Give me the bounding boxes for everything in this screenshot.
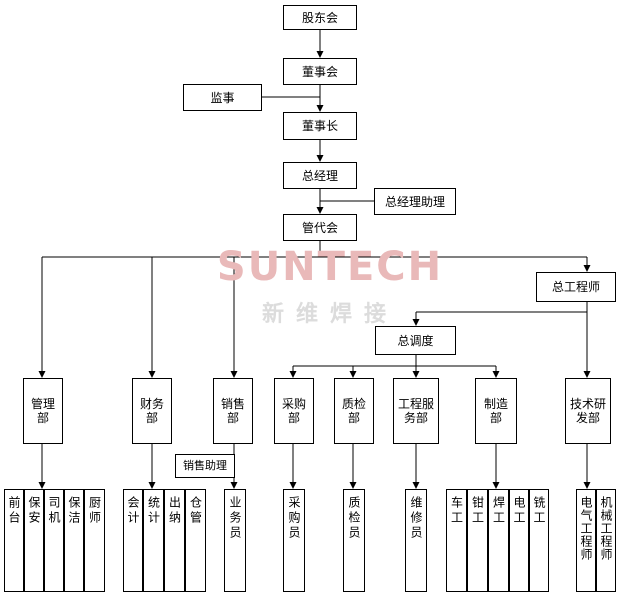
node-management-committee: 管代会	[283, 214, 357, 241]
dept-rnd: 技术研发部	[565, 378, 611, 444]
role-driver: 司机	[44, 489, 64, 592]
role-cook: 厨师	[84, 489, 105, 592]
node-general-manager: 总经理	[283, 162, 357, 189]
role-cashier: 出纳	[164, 489, 185, 592]
role-salesperson: 业务员	[224, 489, 246, 592]
role-warehouse: 仓管	[185, 489, 206, 592]
role-accountant: 会计	[123, 489, 143, 592]
role-turner: 车工	[446, 489, 467, 592]
dept-qc: 质检部	[334, 378, 374, 444]
role-electrician: 电工	[509, 489, 529, 592]
node-shareholders: 股东会	[283, 5, 357, 30]
dept-purchasing: 采购部	[274, 378, 314, 444]
role-security: 保安	[24, 489, 44, 592]
role-mechanical-engineer: 机械工程师	[596, 489, 616, 592]
node-board: 董事会	[283, 58, 357, 85]
watermark-brand: SUNTECH	[216, 244, 444, 290]
role-maintenance: 维修员	[405, 489, 427, 592]
role-buyer: 采购员	[283, 489, 305, 592]
role-statistician: 统计	[143, 489, 164, 592]
role-electrical-engineer: 电气工程师	[576, 489, 596, 592]
node-dispatch: 总调度	[375, 326, 456, 355]
role-inspector: 质检员	[343, 489, 365, 592]
node-sales-assistant: 销售助理	[175, 454, 235, 478]
node-chairman: 董事长	[283, 112, 357, 140]
role-fitter: 钳工	[467, 489, 488, 592]
node-gm-assistant: 总经理助理	[374, 188, 456, 215]
dept-manufacturing: 制造部	[475, 378, 517, 444]
dept-finance: 财务部	[132, 378, 172, 444]
role-reception: 前台	[4, 489, 24, 592]
role-cleaner: 保洁	[64, 489, 84, 592]
dept-engineering-service: 工程服务部	[393, 378, 439, 444]
watermark-chinese: 新维焊接	[261, 302, 398, 327]
role-welder: 焊工	[488, 489, 509, 592]
node-chief-engineer: 总工程师	[536, 272, 616, 302]
dept-admin: 管理部	[23, 378, 63, 444]
dept-sales: 销售部	[213, 378, 253, 444]
role-miller: 铣工	[529, 489, 549, 592]
node-supervisor: 监事	[183, 84, 262, 111]
